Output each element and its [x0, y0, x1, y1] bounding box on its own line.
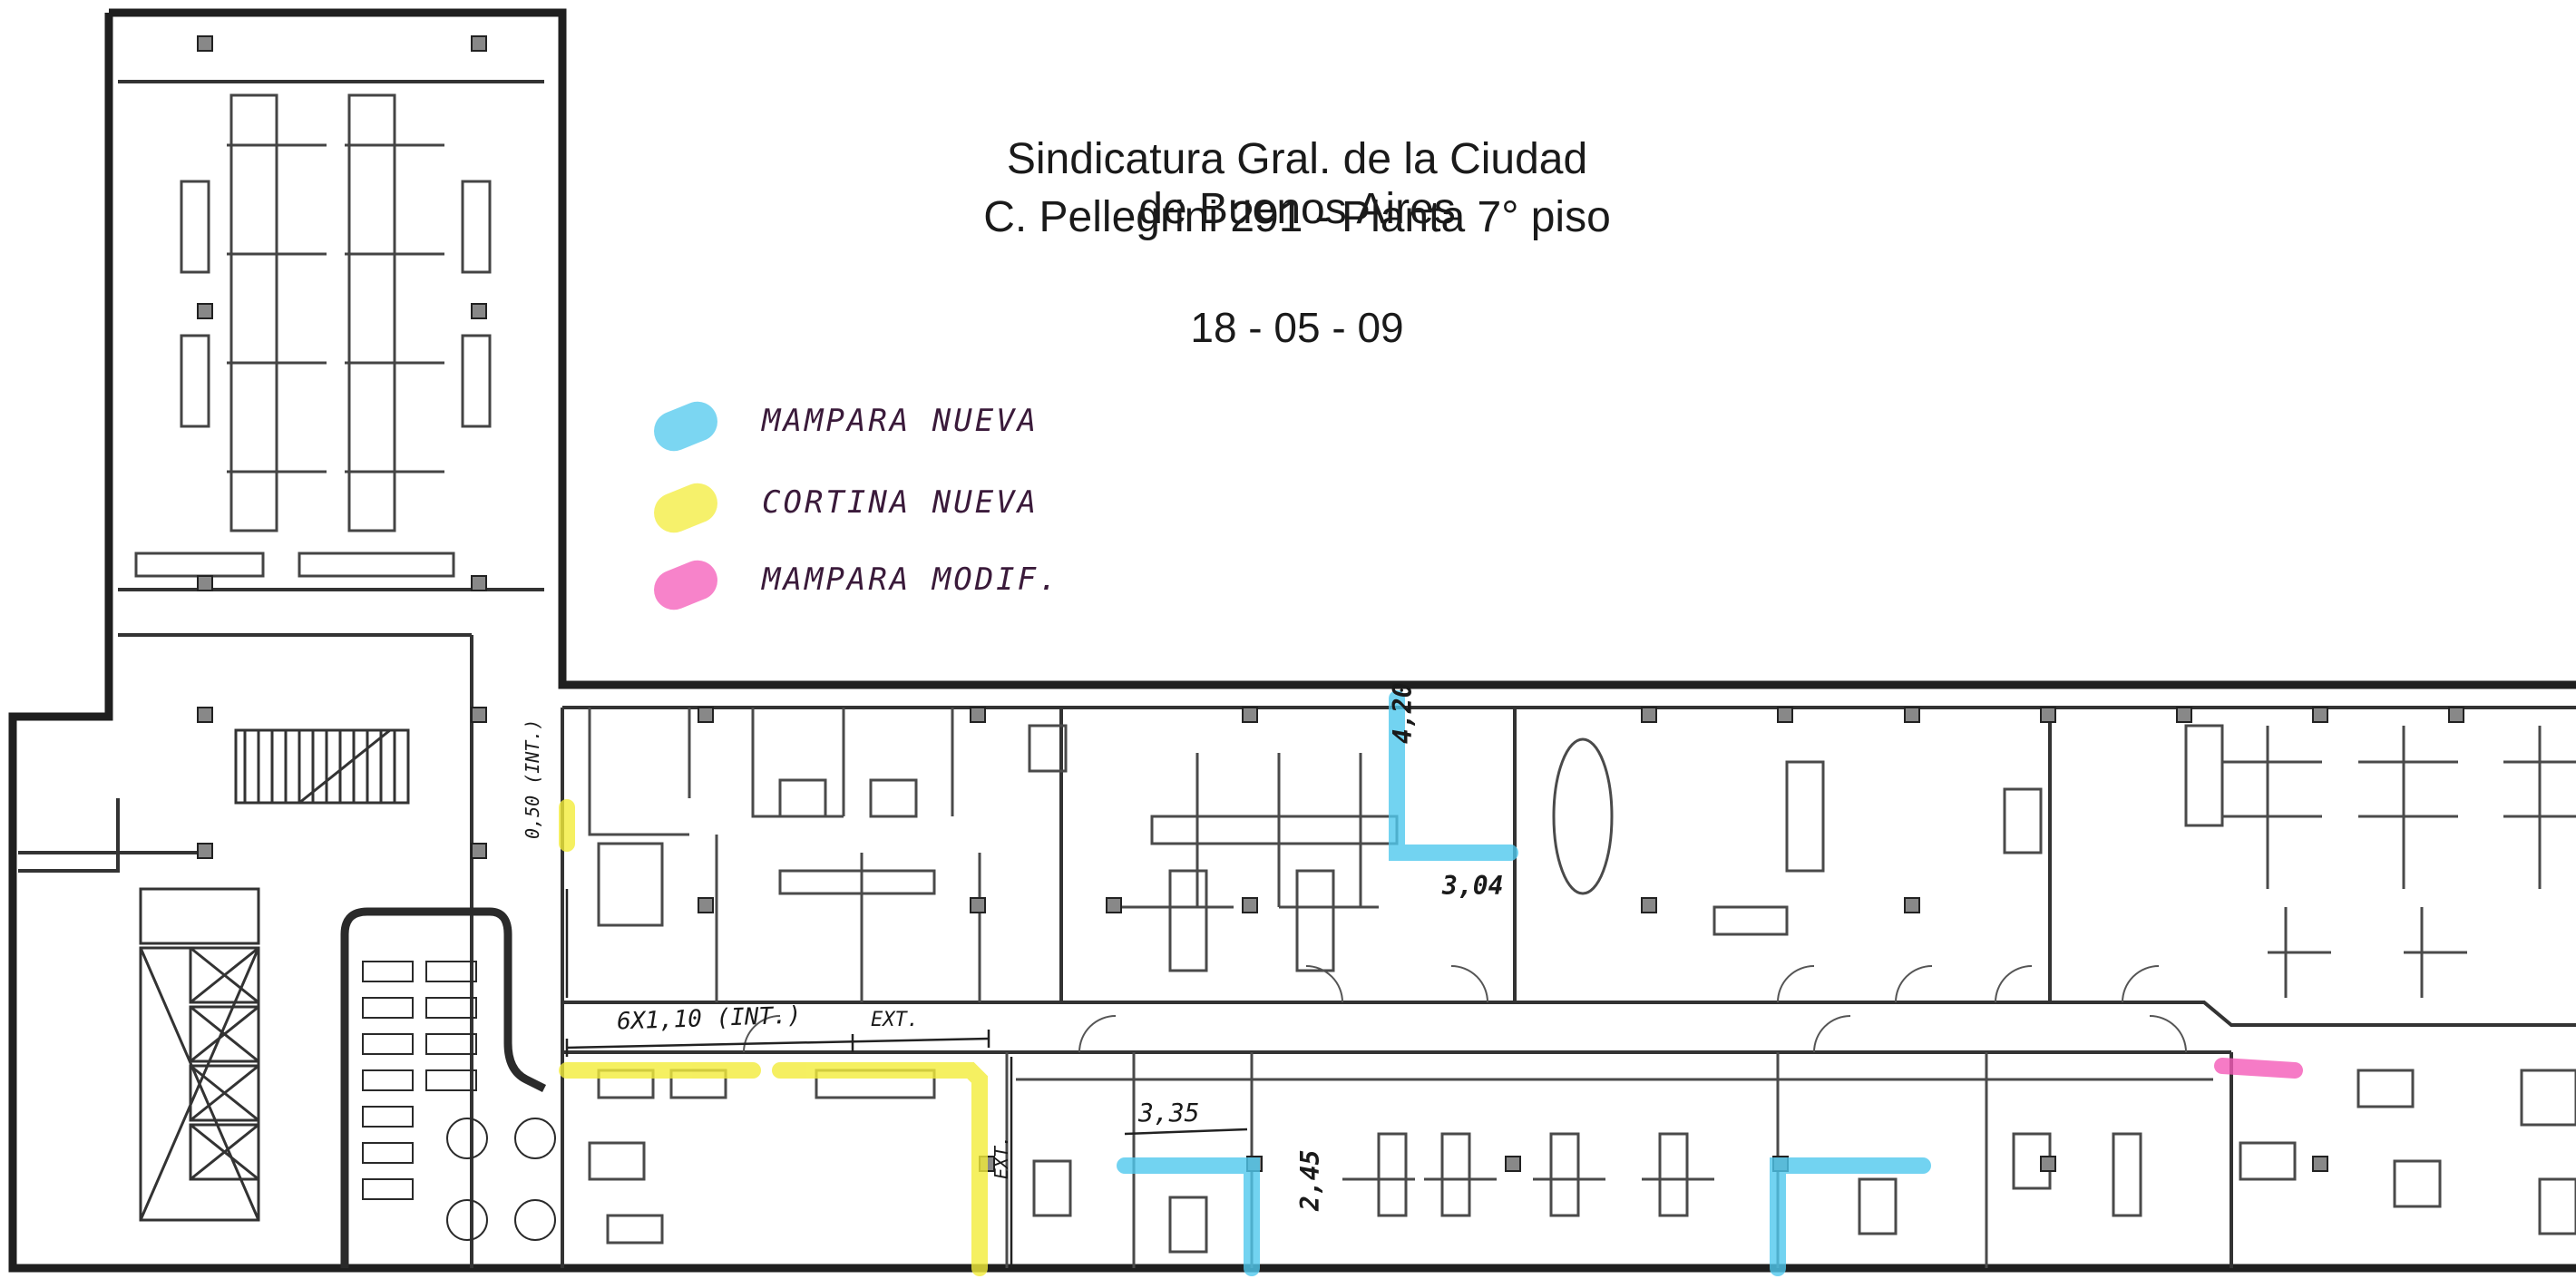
dim-room-measure: 3,04	[1442, 871, 1504, 901]
dimension-lines	[565, 889, 1248, 1268]
dim-bottom-width: 3,35	[1138, 1098, 1200, 1128]
mampara-nueva-mark	[1117, 1157, 1260, 1276]
cafeteria	[340, 907, 556, 1268]
upper-offices	[588, 708, 2576, 1002]
mampara-modif-mark	[2214, 1058, 2303, 1079]
door-swings	[743, 965, 2187, 1053]
dim-ext-vertical: EXT.	[990, 1135, 1012, 1179]
outer-walls	[8, 8, 2576, 1273]
stairs	[234, 728, 410, 805]
legend-label: MAMPARA NUEVA	[762, 403, 1039, 439]
highlights	[559, 690, 2303, 1276]
dim-upper-height: 4,20	[1388, 682, 1418, 744]
legend-label: MAMPARA MODIF.	[762, 561, 1060, 598]
title-line-1: Sindicatura Gral. de la Ciudad de Buenos…	[1006, 135, 1588, 233]
title-line-2: C. Pellegrini 291 - Planta 7° piso	[983, 193, 1611, 241]
mampara-nueva-mark	[1389, 690, 1518, 861]
legend-label: CORTINA NUEVA	[762, 484, 1039, 521]
columns	[197, 35, 2464, 1172]
cortina-nueva-mark	[772, 1062, 988, 1276]
inner-walls	[18, 80, 2576, 1268]
dim-bottom-height: 2,45	[1295, 1149, 1325, 1211]
upper-left-desks	[134, 93, 492, 578]
plan-date: 18 - 05 - 09	[1190, 304, 1404, 351]
dim-window-left: 0,50 (INT.)	[522, 718, 543, 839]
mampara-nueva-mark	[1770, 1157, 1931, 1276]
lower-offices	[588, 1052, 2576, 1268]
dim-curtain-ext: EXT.	[871, 1009, 919, 1031]
elevators	[139, 887, 260, 1222]
